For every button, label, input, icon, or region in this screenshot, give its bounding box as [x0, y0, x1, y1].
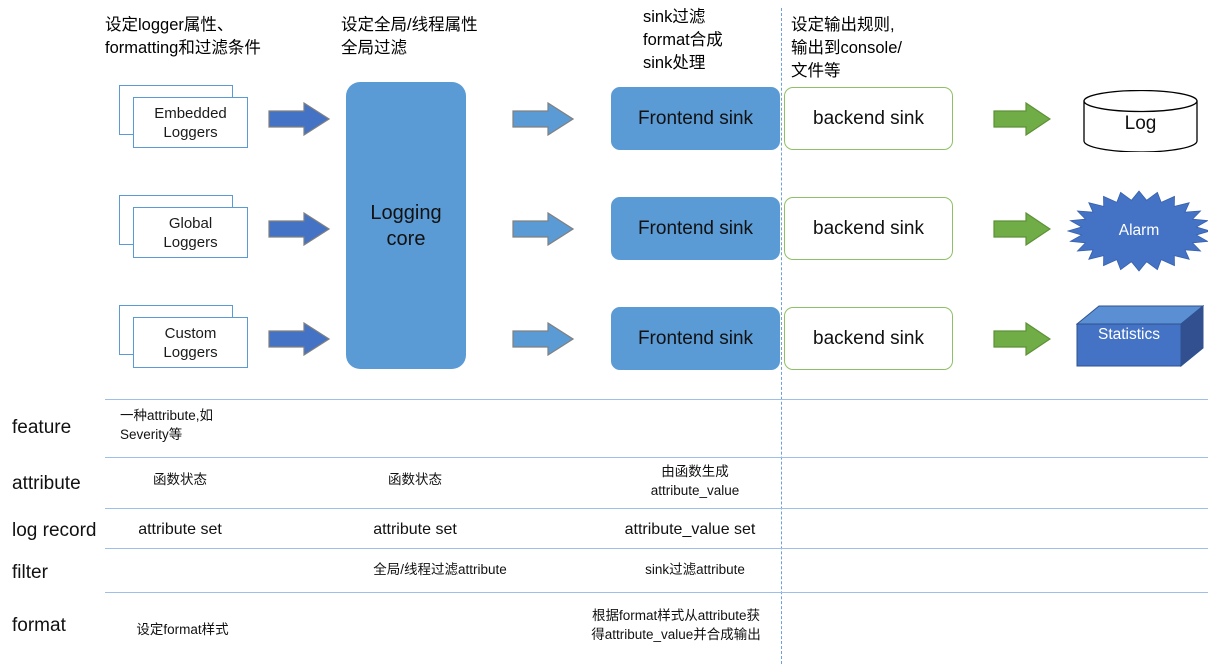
logger-label-line1: Custom	[164, 324, 217, 342]
matrix-row-label-log-record: log record	[12, 520, 97, 541]
caption-core: 设定全局/线程属性 全局过滤	[341, 16, 478, 57]
arrow-core-to-sink-3	[512, 322, 574, 356]
frontend-sink-label: Frontend sink	[637, 327, 754, 349]
arrow-sink-to-output-3	[993, 322, 1051, 356]
backend-sink-2[interactable]: backend sink	[784, 197, 953, 260]
backend-sink-label: backend sink	[813, 217, 924, 239]
frontend-sink-3[interactable]: Frontend sink	[611, 307, 780, 370]
vertical-dashed-divider	[781, 8, 782, 664]
matrix-line-4	[105, 592, 1208, 594]
logger-label-line1: Embedded	[154, 104, 227, 122]
caption-frontend: sink过滤 format合成 sink处理	[643, 8, 723, 72]
explosion-star-icon	[1066, 190, 1208, 272]
matrix-cell-filter-c3: sink过滤attribute	[645, 562, 745, 577]
arrow-sink-to-output-1	[993, 102, 1051, 136]
logging-core-box[interactable]: Logging core	[346, 82, 466, 369]
matrix-line-2	[105, 508, 1208, 510]
cube-3d-icon	[1075, 304, 1205, 368]
matrix-line-1	[105, 457, 1208, 459]
output-alarm-star[interactable]: Alarm	[1066, 190, 1208, 272]
logger-label-line1: Global	[168, 214, 213, 232]
logger-label-line2: Loggers	[163, 233, 218, 251]
matrix-cell-attribute-c1: 函数状态	[153, 472, 207, 487]
matrix-cell-logrecord-c3: attribute_value set	[624, 521, 756, 538]
matrix-cell-logrecord-c1: attribute set	[138, 521, 222, 538]
output-log-label: Log	[1124, 113, 1157, 135]
matrix-row-label-format: format	[12, 615, 66, 636]
matrix-cell-attribute-c3: 由函数生成 attribute_value	[650, 464, 740, 498]
frontend-sink-2[interactable]: Frontend sink	[611, 197, 780, 260]
arrow-logger-to-core-2	[268, 212, 330, 246]
matrix-cell-format-c3: 根据format样式从attribute获 得attribute_value并合…	[591, 608, 761, 642]
database-cylinder-icon	[1083, 89, 1198, 153]
arrow-sink-to-output-2	[993, 212, 1051, 246]
output-log-cylinder[interactable]: Log	[1083, 89, 1198, 153]
matrix-cell-filter-c2: 全局/线程过滤attribute	[373, 562, 507, 577]
logging-core-line2: core	[386, 227, 426, 250]
arrow-core-to-sink-2	[512, 212, 574, 246]
logging-core-label: Logging core	[370, 200, 441, 252]
backend-sink-3[interactable]: backend sink	[784, 307, 953, 370]
output-statistics-cube[interactable]: Statistics	[1075, 304, 1205, 368]
matrix-cell-logrecord-c2: attribute set	[373, 521, 457, 538]
output-alarm-label: Alarm	[1118, 222, 1160, 239]
matrix-line-0	[105, 399, 1208, 401]
arrow-logger-to-core-1	[268, 102, 330, 136]
frontend-sink-label: Frontend sink	[637, 107, 754, 129]
logger-label-line2: Loggers	[163, 123, 218, 141]
matrix-row-label-feature: feature	[12, 417, 72, 438]
arrow-logger-to-core-3	[268, 322, 330, 356]
frontend-sink-1[interactable]: Frontend sink	[611, 87, 780, 150]
caption-loggers: 设定logger属性、 formatting和过滤条件	[105, 16, 261, 57]
matrix-row-label-filter: filter	[12, 562, 48, 583]
matrix-cell-attribute-c2: 函数状态	[388, 472, 442, 487]
matrix-cell-feature-c1: 一种attribute,如 Severity等	[120, 408, 214, 442]
logging-core-line1: Logging	[370, 201, 442, 224]
backend-sink-label: backend sink	[813, 107, 924, 129]
arrow-core-to-sink-1	[512, 102, 574, 136]
matrix-row-label-attribute: attribute	[12, 473, 81, 494]
matrix-line-3	[105, 548, 1208, 550]
logger-label-line2: Loggers	[163, 343, 218, 361]
backend-sink-label: backend sink	[813, 327, 924, 349]
matrix-cell-format-c1: 设定format样式	[136, 622, 229, 637]
caption-backend: 设定输出规则, 输出到console/ 文件等	[791, 16, 902, 80]
frontend-sink-label: Frontend sink	[637, 217, 754, 239]
backend-sink-1[interactable]: backend sink	[784, 87, 953, 150]
output-statistics-label: Statistics	[1097, 326, 1160, 343]
